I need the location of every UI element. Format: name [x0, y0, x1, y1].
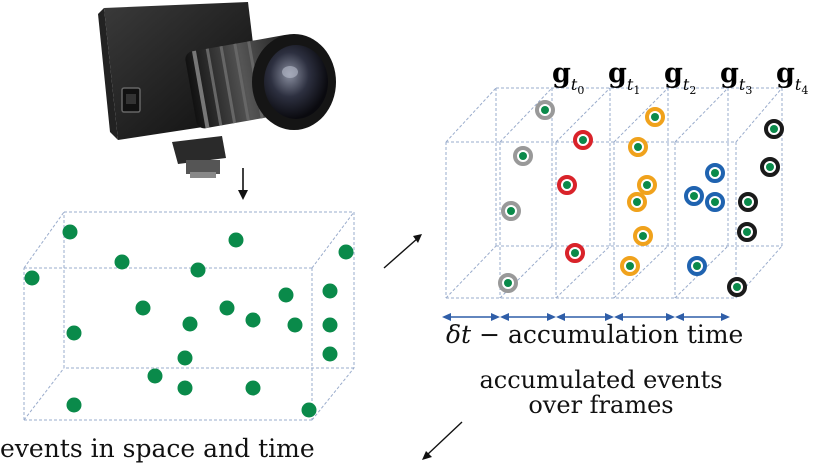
frame-event-dots: [498, 100, 784, 297]
event-dot: [24, 270, 40, 286]
dt-arrow-head-left: [614, 313, 623, 321]
frame-0-event-dot: [504, 279, 512, 287]
dt-arrow-head-right: [666, 313, 675, 321]
frame-label-4: gt4: [776, 58, 809, 97]
event-dot: [190, 262, 206, 278]
frame-4-event-dot: [770, 125, 778, 133]
frame-3-event-dot: [690, 192, 698, 200]
event-dot: [301, 402, 317, 418]
event-dot: [66, 325, 82, 341]
event-dot: [287, 317, 303, 333]
dt-arrow-head-right: [721, 313, 730, 321]
event-dot: [219, 300, 235, 316]
frame-2-event-dot: [626, 262, 634, 270]
event-dot: [228, 232, 244, 248]
frame-label-3: gt3: [720, 58, 753, 97]
frame-1-event-dot: [571, 249, 579, 257]
frames-volume-box: [445, 87, 783, 299]
dt-arrow-head-left: [500, 313, 509, 321]
frame-3-event-dot: [693, 262, 701, 270]
accumulation-time-caption: δt − accumulation time: [446, 320, 744, 349]
frame-label-0: gt0: [552, 58, 585, 97]
event-camera-image: [98, 2, 336, 178]
frame-label-1: gt1: [608, 58, 641, 97]
dt-arrow-head-left: [675, 313, 684, 321]
frame-0-event-dot: [507, 207, 515, 215]
event-dot: [177, 380, 193, 396]
event-dot: [62, 224, 78, 240]
frame-0-event-dot: [541, 106, 549, 114]
event-dot: [135, 300, 151, 316]
frame-4-event-dot: [743, 228, 751, 236]
frame-2-event-dot: [634, 143, 642, 151]
diagonal-arrow-up-right: [383, 234, 422, 269]
event-dot: [114, 254, 130, 270]
event-volume-box: [23, 211, 355, 421]
event-dot: [278, 287, 294, 303]
dt-arrow-head-right: [547, 313, 556, 321]
diagonal-arrow-down-left: [422, 421, 463, 460]
event-dot: [245, 380, 261, 396]
event-dot: [338, 244, 354, 260]
event-dot: [147, 368, 163, 384]
frame-4-event-dot: [744, 198, 752, 206]
frame-3-event-dot: [711, 169, 719, 177]
event-dot: [322, 317, 338, 333]
dt-arrow-head-right: [491, 313, 500, 321]
frame-4-event-dot: [766, 163, 774, 171]
event-dot: [66, 397, 82, 413]
event-dot: [245, 312, 261, 328]
frame-0-event-dot: [519, 152, 527, 160]
accumulation-time-arrows: [442, 313, 730, 321]
frame-1-event-dot: [579, 136, 587, 144]
event-dot: [177, 350, 193, 366]
frame-3-event-dot: [711, 198, 719, 206]
down-arrow: [238, 168, 248, 200]
frame-1-event-dot: [563, 181, 571, 189]
frame-2-event-dot: [633, 198, 641, 206]
events-space-time-caption: events in space and time: [0, 434, 315, 463]
frame-2-event-dot: [639, 232, 647, 240]
dt-arrow-head-right: [605, 313, 614, 321]
frame-2-event-dot: [643, 181, 651, 189]
event-dot: [322, 346, 338, 362]
frame-4-event-dot: [733, 283, 741, 291]
frame-2-event-dot: [651, 113, 659, 121]
dt-arrow-head-left: [556, 313, 565, 321]
frame-label-2: gt2: [664, 58, 697, 97]
dt-arrow-head-left: [442, 313, 451, 321]
event-dots: [24, 224, 354, 418]
event-dot: [182, 316, 198, 332]
event-dot: [322, 283, 338, 299]
